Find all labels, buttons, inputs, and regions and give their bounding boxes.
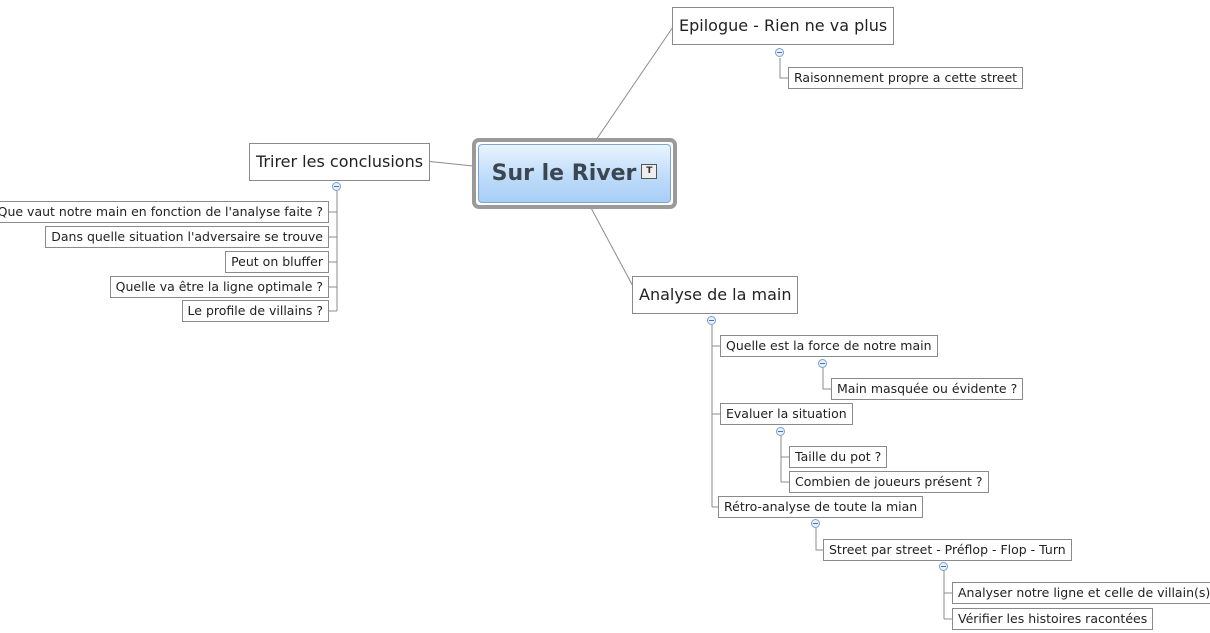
- subtopic-ligne-optimale[interactable]: Quelle va être la ligne optimale ?: [109, 276, 329, 298]
- subtopic-force-main[interactable]: Quelle est la force de notre main: [720, 335, 938, 357]
- connector-analyse: [589, 205, 636, 291]
- subtopic-verifier-histoires[interactable]: Vérifier les histoires racontées: [952, 608, 1154, 630]
- subtopic-main-masquee[interactable]: Main masquée ou évidente ?: [831, 378, 1024, 400]
- topic-epilogue[interactable]: Epilogue - Rien ne va plus: [672, 7, 895, 45]
- collapse-toggle-icon[interactable]: [332, 182, 341, 191]
- collapse-toggle-icon[interactable]: [818, 359, 827, 368]
- subtopic-profile-villains[interactable]: Le profile de villains ?: [181, 300, 329, 322]
- subtopic-analyser-ligne[interactable]: Analyser notre ligne et celle de villain…: [952, 582, 1210, 604]
- subtopic-que-vaut-notre-main[interactable]: Que vaut notre main en fonction de l'ana…: [0, 201, 329, 223]
- subtopic-taille-pot[interactable]: Taille du pot ?: [789, 446, 888, 468]
- central-topic-body: Sur le River T: [478, 144, 671, 203]
- subtopic-situation-adversaire[interactable]: Dans quelle situation l'adversaire se tr…: [45, 226, 329, 248]
- central-topic[interactable]: Sur le River T: [472, 138, 677, 209]
- connector-epilogue-child: [779, 58, 789, 79]
- subtopic-retro-analyse[interactable]: Rétro-analyse de toute la mian: [718, 496, 924, 518]
- central-topic-title: Sur le River: [491, 161, 637, 186]
- subtopic-street-par-street[interactable]: Street par street - Préflop - Flop - Tur…: [823, 539, 1072, 561]
- collapse-toggle-icon[interactable]: [776, 427, 785, 436]
- subtopic-raisonnement[interactable]: Raisonnement propre a cette street: [788, 67, 1024, 89]
- subtopic-evaluer-situation[interactable]: Evaluer la situation: [720, 403, 853, 425]
- topic-conclusions[interactable]: Trirer les conclusions: [249, 143, 431, 181]
- collapse-toggle-icon[interactable]: [775, 48, 784, 57]
- subtopic-peut-on-bluffer[interactable]: Peut on bluffer: [225, 251, 329, 273]
- connector-conclusions: [424, 160, 474, 167]
- subtopic-combien-joueurs[interactable]: Combien de joueurs présent ?: [789, 471, 989, 493]
- collapse-toggle-icon[interactable]: [707, 316, 716, 325]
- topic-analyse[interactable]: Analyse de la main: [632, 276, 799, 314]
- collapse-toggle-icon[interactable]: [939, 562, 948, 571]
- collapse-toggle-icon[interactable]: [811, 519, 820, 528]
- connector-epilogue: [595, 26, 674, 141]
- note-icon[interactable]: T: [641, 164, 658, 179]
